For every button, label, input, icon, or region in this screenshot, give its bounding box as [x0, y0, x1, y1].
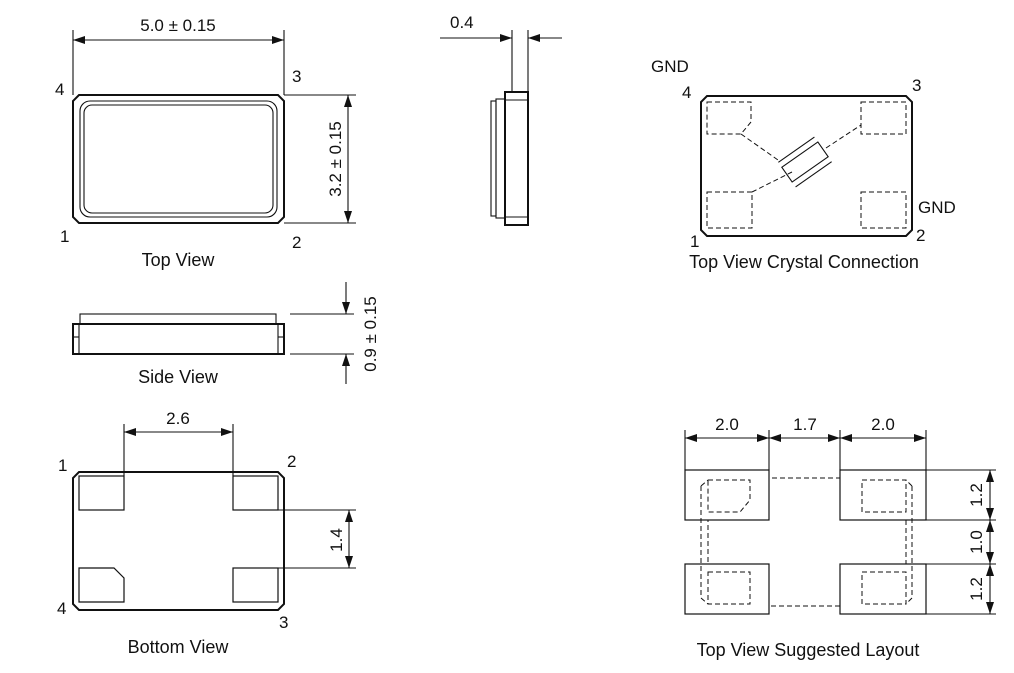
suggested-layout-caption: Top View Suggested Layout	[697, 640, 920, 660]
top-view-caption: Top View	[142, 250, 216, 270]
layout-gap: 1.7	[793, 415, 817, 434]
top-width-dimension: 5.0 ± 0.15	[140, 16, 216, 35]
crystal-pin-2: 2	[916, 226, 925, 245]
crystal-pin-3: 3	[912, 76, 921, 95]
end-pad-dimension: 0.4	[450, 13, 474, 32]
end-view: 0.4	[440, 13, 562, 226]
side-view: 0.9 ± 0.15 Side View	[72, 282, 380, 387]
bottom-pitch-dimension: 2.6	[166, 409, 190, 428]
gnd-label-top: GND	[651, 57, 689, 76]
top-pin-3: 3	[292, 67, 301, 86]
layout-pad-height-bottom: 1.2	[967, 577, 986, 601]
bottom-pin-2: 2	[287, 452, 296, 471]
bottom-view: 2.6 1.4 1 2 4 3 Bottom View	[57, 409, 356, 657]
bottom-pin-1: 1	[58, 456, 67, 475]
crystal-connection-view: GND GND 4 3 1 2 Top View Crystal Connect…	[651, 57, 956, 272]
top-pin-4: 4	[55, 80, 64, 99]
crystal-pin-4: 4	[682, 83, 691, 102]
top-pin-2: 2	[292, 233, 301, 252]
top-view: 5.0 ± 0.15 3.2 ± 0.15 4 3 1 2 Top View	[55, 16, 356, 270]
bottom-pad-4	[78, 567, 125, 603]
top-height-dimension: 3.2 ± 0.15	[326, 121, 345, 197]
layout-pad-height-top: 1.2	[967, 483, 986, 507]
bottom-pad-3	[232, 567, 279, 603]
bottom-pin-4: 4	[57, 599, 66, 618]
crystal-pin-1: 1	[690, 232, 699, 251]
crystal-connection-caption: Top View Crystal Connection	[689, 252, 919, 272]
gnd-label-right: GND	[918, 198, 956, 217]
layout-gap-vertical: 1.0	[967, 530, 986, 554]
side-view-caption: Side View	[138, 367, 219, 387]
bottom-pad-height-dimension: 1.4	[327, 528, 346, 552]
top-pin-1: 1	[60, 227, 69, 246]
layout-pad-width-left: 2.0	[715, 415, 739, 434]
bottom-pad-2	[232, 475, 279, 511]
side-thickness-dimension: 0.9 ± 0.15	[361, 296, 380, 372]
bottom-view-caption: Bottom View	[128, 637, 230, 657]
layout-pad-width-right: 2.0	[871, 415, 895, 434]
bottom-pad-1	[78, 475, 125, 511]
bottom-pin-3: 3	[279, 613, 288, 632]
suggested-layout-view: 2.0 1.7 2.0 1.2 1.0 1.2 Top View Sug	[684, 415, 996, 660]
